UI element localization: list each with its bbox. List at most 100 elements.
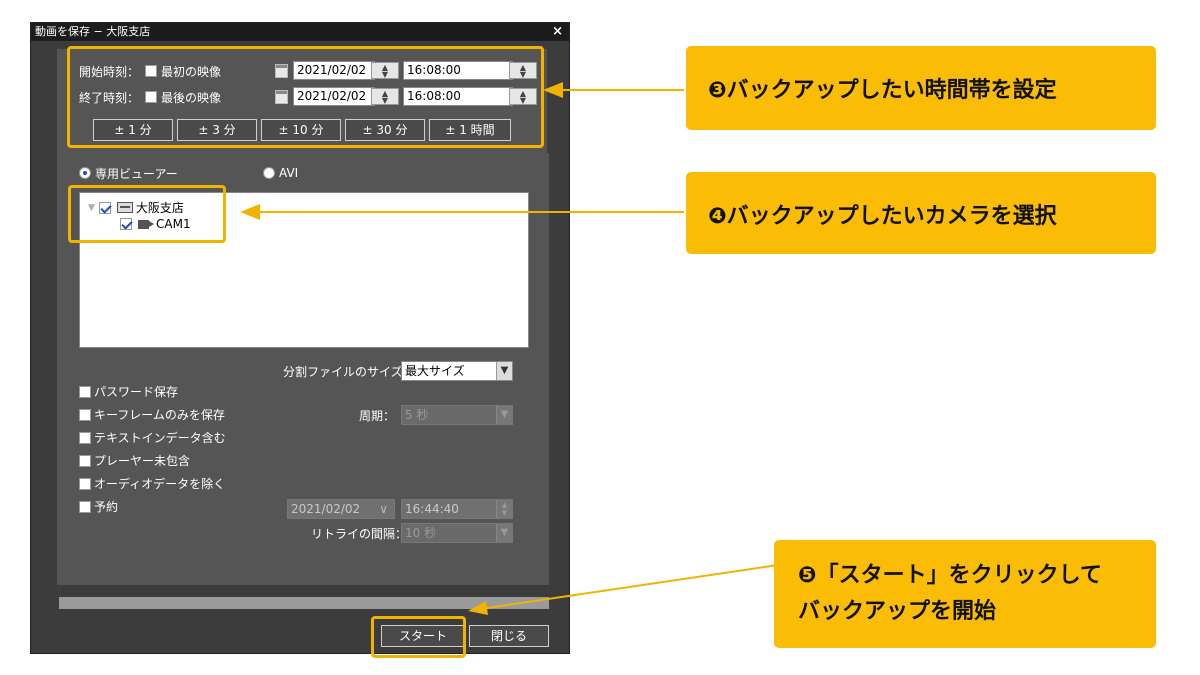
- period-select[interactable]: 5 秒 ▼: [401, 405, 513, 425]
- schedule-time-field[interactable]: 16:44:40 ▲▼: [401, 499, 513, 519]
- password-label: パスワード保存: [94, 385, 179, 399]
- time-range-highlight: [67, 46, 544, 148]
- collapse-triangle-icon[interactable]: ▼: [88, 202, 95, 213]
- camera-tree-highlight: [68, 185, 226, 243]
- adjust-10min-button[interactable]: ± 10 分: [261, 119, 341, 141]
- option-schedule[interactable]: 予約: [79, 498, 118, 515]
- step4-text: バックアップしたいカメラを選択: [726, 204, 1057, 229]
- end-time-row: 終了時刻： 最後の映像: [79, 87, 221, 107]
- chevron-down-icon[interactable]: ∨: [379, 502, 388, 516]
- time-range-panel: 開始時刻： 最初の映像 2021/02/02 ▲▼ 16:08:00 ▲▼ 終了…: [57, 49, 547, 171]
- split-size-select[interactable]: 最大サイズ ▼: [401, 361, 513, 381]
- option-text-data[interactable]: テキストインデータ含む: [79, 429, 226, 446]
- retry-select[interactable]: 10 秒 ▼: [401, 523, 513, 543]
- first-video-label: 最初の映像: [161, 64, 222, 79]
- arrow-step3: [560, 89, 684, 91]
- start-time-field[interactable]: 16:08:00: [403, 61, 513, 80]
- viewer-radio-label: 専用ビューアー: [95, 166, 178, 181]
- dialog-titlebar: 動画を保存 − 大阪支店 ×: [31, 23, 569, 41]
- step5-line2: バックアップを開始: [798, 599, 997, 624]
- root-checkbox[interactable]: [98, 201, 111, 214]
- start-time-spinner[interactable]: ▲▼: [509, 62, 537, 79]
- tree-root-row[interactable]: ▼ 大阪支店: [88, 199, 184, 216]
- save-video-dialog: 動画を保存 − 大阪支店 × 開始時刻： 最初の映像 2021/02/02 ▲▼…: [30, 22, 570, 654]
- no-player-label: プレーヤー未包含: [94, 454, 191, 468]
- adjust-30min-button[interactable]: ± 30 分: [345, 119, 425, 141]
- option-no-player[interactable]: プレーヤー未包含: [79, 452, 190, 469]
- recorder-icon: [116, 202, 133, 213]
- last-video-label: 最後の映像: [161, 90, 222, 105]
- schedule-date-value: 2021/02/02: [291, 502, 361, 516]
- end-date-spinner[interactable]: ▲▼: [371, 88, 399, 105]
- schedule-date-field[interactable]: 2021/02/02 ∨: [287, 499, 395, 519]
- option-keyframe[interactable]: キーフレームのみを保存: [79, 406, 225, 423]
- avi-radio-label: AVI: [279, 166, 299, 180]
- end-time-label: 終了時刻：: [79, 90, 140, 105]
- cam1-checkbox[interactable]: [120, 218, 132, 230]
- close-button[interactable]: 閉じる: [469, 625, 549, 647]
- step3-text: バックアップしたい時間帯を設定: [726, 78, 1057, 103]
- no-player-checkbox[interactable]: [79, 454, 91, 467]
- step4-number: ❹: [708, 204, 727, 229]
- schedule-time-spinner[interactable]: ▲▼: [496, 500, 512, 518]
- callout-step3: ❸バックアップしたい時間帯を設定: [686, 46, 1156, 130]
- format-avi-option[interactable]: AVI: [263, 163, 298, 183]
- period-value: 5 秒: [405, 408, 429, 422]
- no-audio-label: オーディオデータを除く: [94, 477, 226, 491]
- format-viewer-option[interactable]: 専用ビューアー: [79, 163, 178, 183]
- dialog-title: 動画を保存 − 大阪支店: [35, 25, 151, 38]
- calendar-icon[interactable]: [275, 64, 288, 78]
- tree-root-label: 大阪支店: [135, 201, 184, 215]
- last-video-checkbox[interactable]: [145, 91, 158, 103]
- first-video-checkbox[interactable]: [145, 65, 158, 77]
- callout-step4: ❹バックアップしたいカメラを選択: [686, 172, 1156, 254]
- arrow-head-icon: [543, 82, 563, 98]
- text-data-label: テキストインデータ含む: [94, 431, 226, 445]
- arrow-step5: [468, 564, 779, 615]
- split-size-label: 分割ファイルのサイズ：: [283, 365, 415, 379]
- start-date-spinner[interactable]: ▲▼: [371, 62, 399, 79]
- cam1-label: CAM1: [156, 217, 191, 231]
- step5-line1-row: ❺「スタート」をクリックして: [798, 558, 1156, 594]
- camera-icon: [138, 219, 154, 229]
- split-size-value: 最大サイズ: [405, 364, 465, 378]
- adjust-1hour-button[interactable]: ± 1 時間: [429, 119, 511, 141]
- option-no-audio[interactable]: オーディオデータを除く: [79, 475, 225, 492]
- viewer-radio[interactable]: [79, 167, 91, 179]
- arrow-head-icon: [240, 204, 260, 220]
- start-time-label: 開始時刻：: [79, 64, 140, 79]
- schedule-checkbox[interactable]: [79, 500, 91, 513]
- retry-value: 10 秒: [405, 526, 437, 540]
- keyframe-label: キーフレームのみを保存: [94, 408, 225, 422]
- password-checkbox[interactable]: [79, 385, 91, 398]
- callout-step5: ❺「スタート」をクリックして バックアップを開始: [774, 540, 1156, 648]
- close-icon[interactable]: ×: [552, 24, 563, 39]
- adjust-1min-button[interactable]: ± 1 分: [93, 119, 173, 141]
- progress-bar: [59, 597, 549, 609]
- schedule-label: 予約: [94, 500, 119, 514]
- end-time-field[interactable]: 16:08:00: [403, 87, 513, 106]
- chevron-down-icon[interactable]: ▼: [496, 362, 512, 380]
- period-label: 周期：: [359, 409, 396, 423]
- end-time-spinner[interactable]: ▲▼: [509, 88, 537, 105]
- schedule-time-value: 16:44:40: [405, 502, 459, 516]
- tree-camera-row[interactable]: CAM1: [120, 217, 191, 231]
- adjust-3min-button[interactable]: ± 3 分: [177, 119, 257, 141]
- retry-label: リトライの間隔：: [311, 527, 408, 541]
- chevron-down-icon[interactable]: ▼: [496, 406, 512, 424]
- start-date-field[interactable]: 2021/02/02: [293, 61, 375, 80]
- text-data-checkbox[interactable]: [79, 431, 91, 444]
- end-date-field[interactable]: 2021/02/02: [293, 87, 375, 106]
- option-password[interactable]: パスワード保存: [79, 383, 178, 400]
- step5-line1: 「スタート」をクリックして: [816, 563, 1102, 588]
- step3-number: ❸: [708, 78, 727, 103]
- arrow-step4: [258, 211, 684, 213]
- keyframe-checkbox[interactable]: [79, 408, 91, 421]
- camera-tree: ▼ 大阪支店 CAM1: [79, 192, 529, 348]
- calendar-icon[interactable]: [275, 90, 288, 104]
- chevron-down-icon[interactable]: ▼: [496, 524, 512, 542]
- no-audio-checkbox[interactable]: [79, 477, 91, 490]
- start-time-row: 開始時刻： 最初の映像: [79, 61, 221, 81]
- avi-radio[interactable]: [263, 167, 275, 179]
- step5-number: ❺: [798, 563, 817, 588]
